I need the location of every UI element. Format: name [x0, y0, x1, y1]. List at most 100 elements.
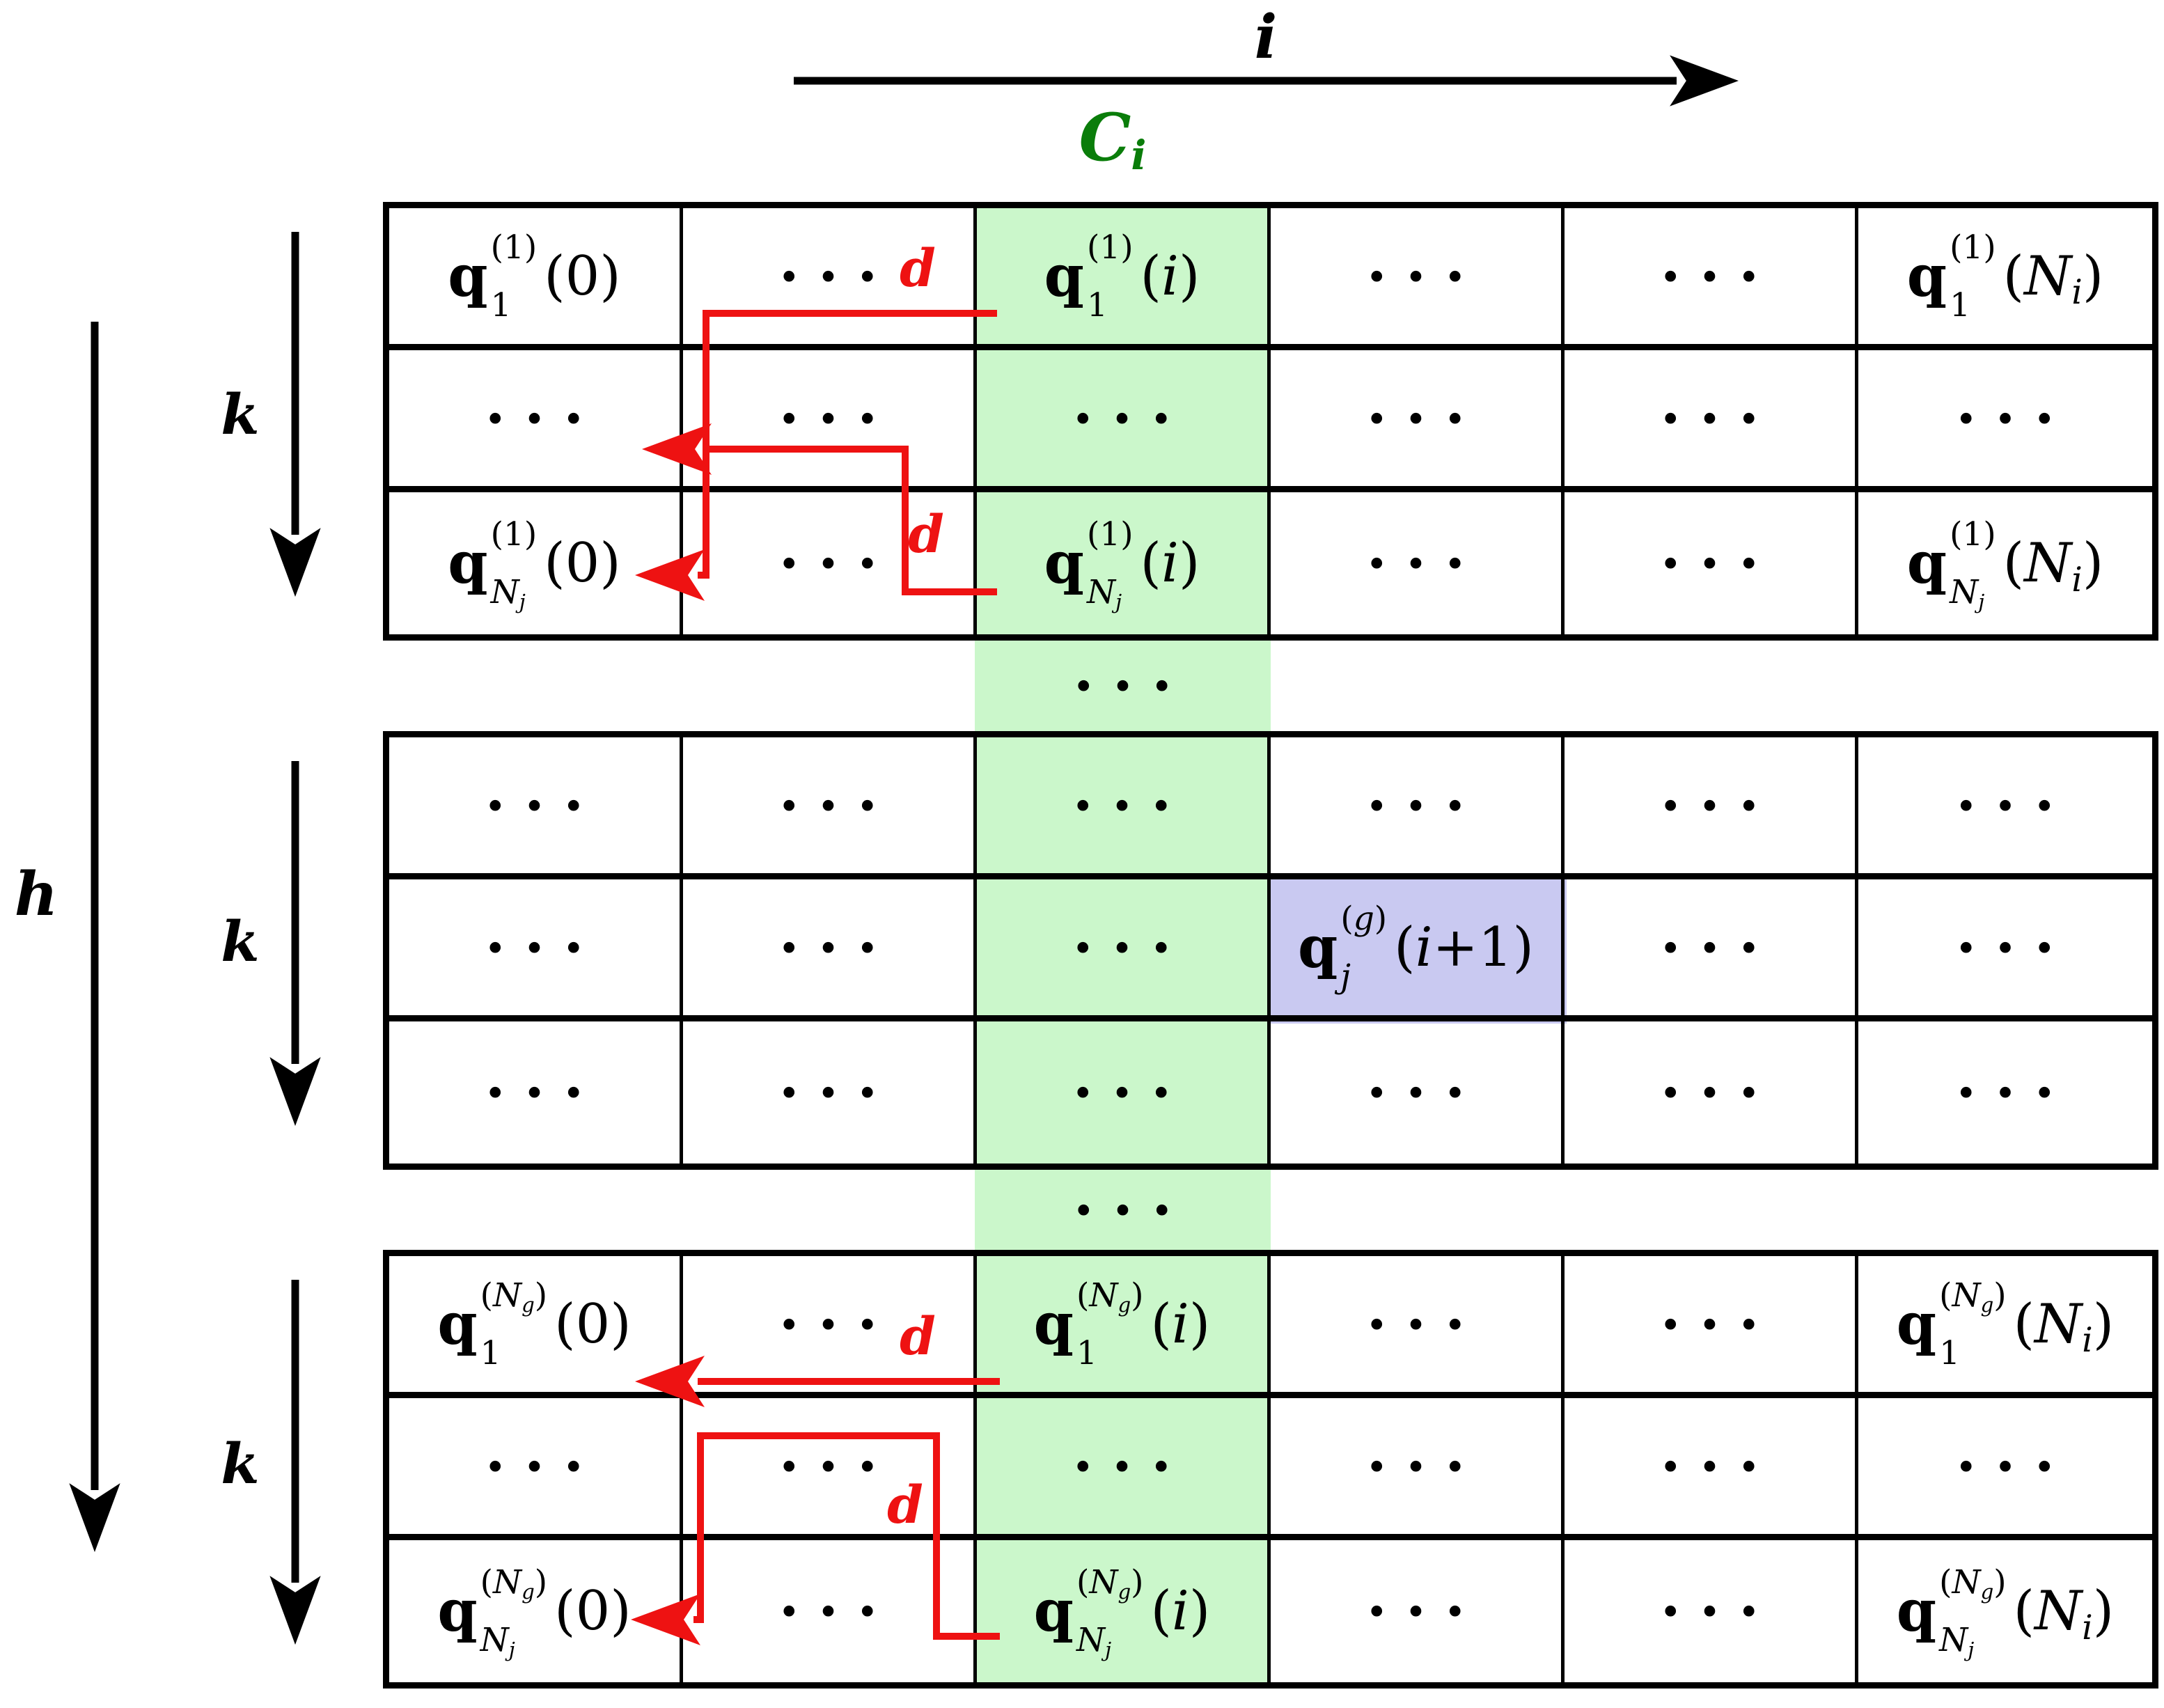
subscript: Nj: [491, 576, 526, 612]
q-symbol: q: [1298, 914, 1338, 981]
cell-group-g-r2-c3: ···: [977, 879, 1271, 1021]
math-token: (: [2013, 1580, 2035, 1643]
subscript: Nj: [1939, 1624, 1974, 1660]
math-token: (: [2002, 244, 2025, 308]
math-token: ): [1131, 1563, 1144, 1601]
ellipsis: ···: [778, 770, 897, 840]
delay-label-1: d: [900, 239, 936, 299]
cell-group-1-r2-c3: ···: [977, 350, 1271, 492]
q-symbol: q: [1044, 530, 1084, 597]
math-token: (: [1950, 228, 1963, 267]
math-token: (: [1140, 244, 1161, 308]
math-token: ): [1993, 1563, 2007, 1601]
ellipsis: ···: [1956, 1058, 2073, 1127]
ellipsis: ···: [778, 1289, 897, 1358]
cell-group-g-r1-c5: ···: [1565, 737, 1858, 879]
argument: (0): [554, 1584, 632, 1638]
cell-group-g-r2-c4: q(g)j(i+1): [1271, 879, 1565, 1021]
cell-group-1-r2-c1: ···: [389, 350, 683, 492]
math-token: ): [2082, 244, 2104, 308]
math-token: 1: [1099, 515, 1121, 554]
math-token: i: [2082, 1321, 2093, 1361]
scripts: (g)j: [1340, 902, 1387, 993]
argument: (Ni): [2014, 1297, 2115, 1358]
cell-group-Ng-r2-c6: ···: [1858, 1398, 2152, 1540]
ellipsis: ···: [1366, 1289, 1484, 1358]
cell-group-g-r1-c3: ···: [977, 737, 1271, 879]
math-token: N: [1952, 1563, 1981, 1601]
math-token: ): [1178, 244, 1200, 308]
ellipsis: ···: [1660, 1431, 1778, 1501]
math-token: i: [1415, 916, 1433, 979]
ellipsis: ···: [778, 383, 897, 453]
math-token: g: [522, 1292, 535, 1317]
ellipsis: ···: [1072, 770, 1191, 840]
math-token: g: [1980, 1292, 1994, 1317]
queue-state-expression: q(g)j(i+1): [1298, 902, 1534, 993]
cell-group-Ng-r2-c4: ···: [1271, 1398, 1565, 1540]
ellipsis: ···: [1956, 912, 2073, 982]
cell-group-1-r3-c4: ···: [1271, 492, 1565, 634]
ellipsis: ···: [1366, 528, 1484, 597]
cell-group-g-r2-c6: ···: [1858, 879, 2152, 1021]
cell-group-Ng-r2-c1: ···: [389, 1398, 683, 1540]
queue-state-expression: q(Ng)Nj(i): [1034, 1563, 1211, 1660]
cell-group-Ng-r3-c5: ···: [1565, 1540, 1858, 1682]
ellipsis: ···: [1660, 383, 1778, 453]
queue-state-expression: q(1)1(i): [1044, 231, 1200, 322]
q-symbol: q: [1906, 530, 1947, 597]
math-token: N: [2034, 1580, 2083, 1643]
math-token: i: [1161, 244, 1179, 308]
ellipsis: ···: [1072, 1058, 1191, 1127]
scripts: (1)1: [1087, 231, 1134, 322]
subscript: Nj: [1087, 576, 1122, 612]
ellipsis: ···: [1660, 528, 1778, 597]
ellipsis: ···: [778, 1576, 897, 1645]
argument: (i): [1150, 1584, 1210, 1638]
argument: (0): [544, 249, 621, 304]
argument: (i): [1140, 536, 1200, 590]
cell-group-g-r1-c6: ···: [1858, 737, 2152, 879]
cell-group-g-r2-c5: ···: [1565, 879, 1858, 1021]
math-token: ): [534, 1563, 548, 1601]
math-token: 1: [1962, 515, 1984, 554]
ellipsis: ···: [1073, 1175, 1191, 1244]
q-symbol: q: [448, 530, 488, 597]
math-token: (: [1939, 1563, 1952, 1601]
math-token: (: [480, 1276, 494, 1315]
superscript: (Ng): [1076, 1276, 1144, 1315]
delay-label-3: d: [900, 1307, 936, 1367]
math-token: (: [490, 515, 503, 554]
ellipsis: ···: [778, 528, 897, 597]
math-token: N: [480, 1621, 509, 1659]
ellipsis: ···: [1366, 1058, 1484, 1127]
ellipsis: ···: [1660, 1058, 1778, 1127]
cell-group-g-r3-c2: ···: [683, 1021, 977, 1164]
cell-group-1-r3-c3: q(1)Nj(i): [977, 492, 1271, 634]
cell-group-Ng-r1-c4: ···: [1271, 1256, 1565, 1398]
math-token: ): [1983, 515, 1996, 554]
math-token: ): [2082, 532, 2104, 595]
math-token: (: [544, 244, 565, 308]
math-token: j: [508, 1638, 515, 1662]
argument: (0): [554, 1297, 632, 1351]
subscript: j: [1340, 960, 1351, 993]
math-token: (: [554, 1580, 576, 1643]
scripts: (1)Nj: [1087, 515, 1134, 612]
cell-group-Ng-r2-c5: ···: [1565, 1398, 1858, 1540]
cell-group-Ng-r3-c1: q(Ng)Nj(0): [389, 1540, 683, 1682]
math-token: 0: [575, 1292, 611, 1356]
math-token: (: [1076, 1563, 1090, 1601]
cell-group-Ng-r1-c6: q(Ng)1(Ni): [1858, 1256, 2152, 1398]
math-token: j: [1105, 1638, 1112, 1662]
queue-state-expression: q(1)Nj(Ni): [1906, 515, 2104, 612]
column-ci-label-base: C: [1079, 100, 1131, 176]
math-token: ): [1131, 1276, 1144, 1315]
math-token: ): [524, 515, 538, 554]
delay-label-4: d: [887, 1475, 923, 1535]
math-token: +: [1432, 916, 1478, 979]
math-token: i: [1161, 532, 1179, 595]
scripts: (Ng)Nj: [1939, 1563, 2007, 1660]
i-axis-label: i: [1254, 2, 1278, 72]
